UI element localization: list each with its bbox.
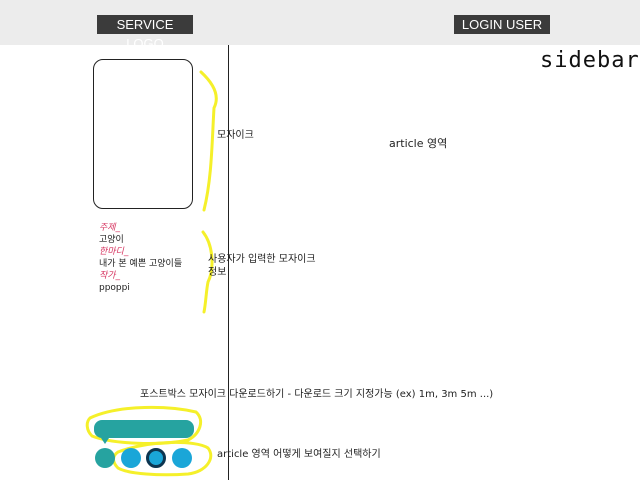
author-label: 작가_ [99, 271, 121, 281]
view-mode-annotation: article 영역 어떻게 보여질지 선택하기 [217, 449, 381, 460]
view-option-4[interactable] [172, 448, 192, 468]
view-option-2[interactable] [121, 448, 141, 468]
sidebar-divider [228, 45, 229, 480]
subject-label: 주제_ [99, 223, 121, 233]
view-option-1[interactable] [95, 448, 115, 468]
login-user-button[interactable]: LOGIN USER [454, 15, 550, 34]
postbox-pointer [101, 438, 109, 444]
comment-label: 한마디_ [99, 247, 129, 257]
postbox-download-bar[interactable] [94, 420, 194, 438]
mosaic-image-card[interactable] [93, 59, 193, 209]
service-logo[interactable]: SERVICE LOGO [97, 15, 193, 51]
mosaic-bracket [199, 70, 218, 212]
author-value: ppoppi [99, 283, 130, 293]
subject-value: 고양이 [99, 235, 124, 245]
comment-value: 내가 본 예쁜 고양이들 [99, 259, 183, 269]
sidebar-label: sidebar [540, 48, 640, 73]
article-annotation: article 영역 [389, 137, 448, 150]
mosaic-annotation: 모자이크 [217, 130, 254, 141]
postbox-annotation: 포스트박스 모자이크 다운로드하기 - 다운로드 크기 지정가능 (ex) 1m… [140, 389, 494, 400]
mosaic-info: 주제_ 고양이 한마디_ 내가 본 예쁜 고양이들 작가_ ppoppi [99, 222, 182, 294]
user-info-annotation: 사용자가 입력한 모자이크 정보 [208, 254, 316, 278]
view-option-3-selected[interactable] [146, 448, 166, 468]
top-header: SERVICE LOGO LOGIN USER [0, 0, 640, 51]
